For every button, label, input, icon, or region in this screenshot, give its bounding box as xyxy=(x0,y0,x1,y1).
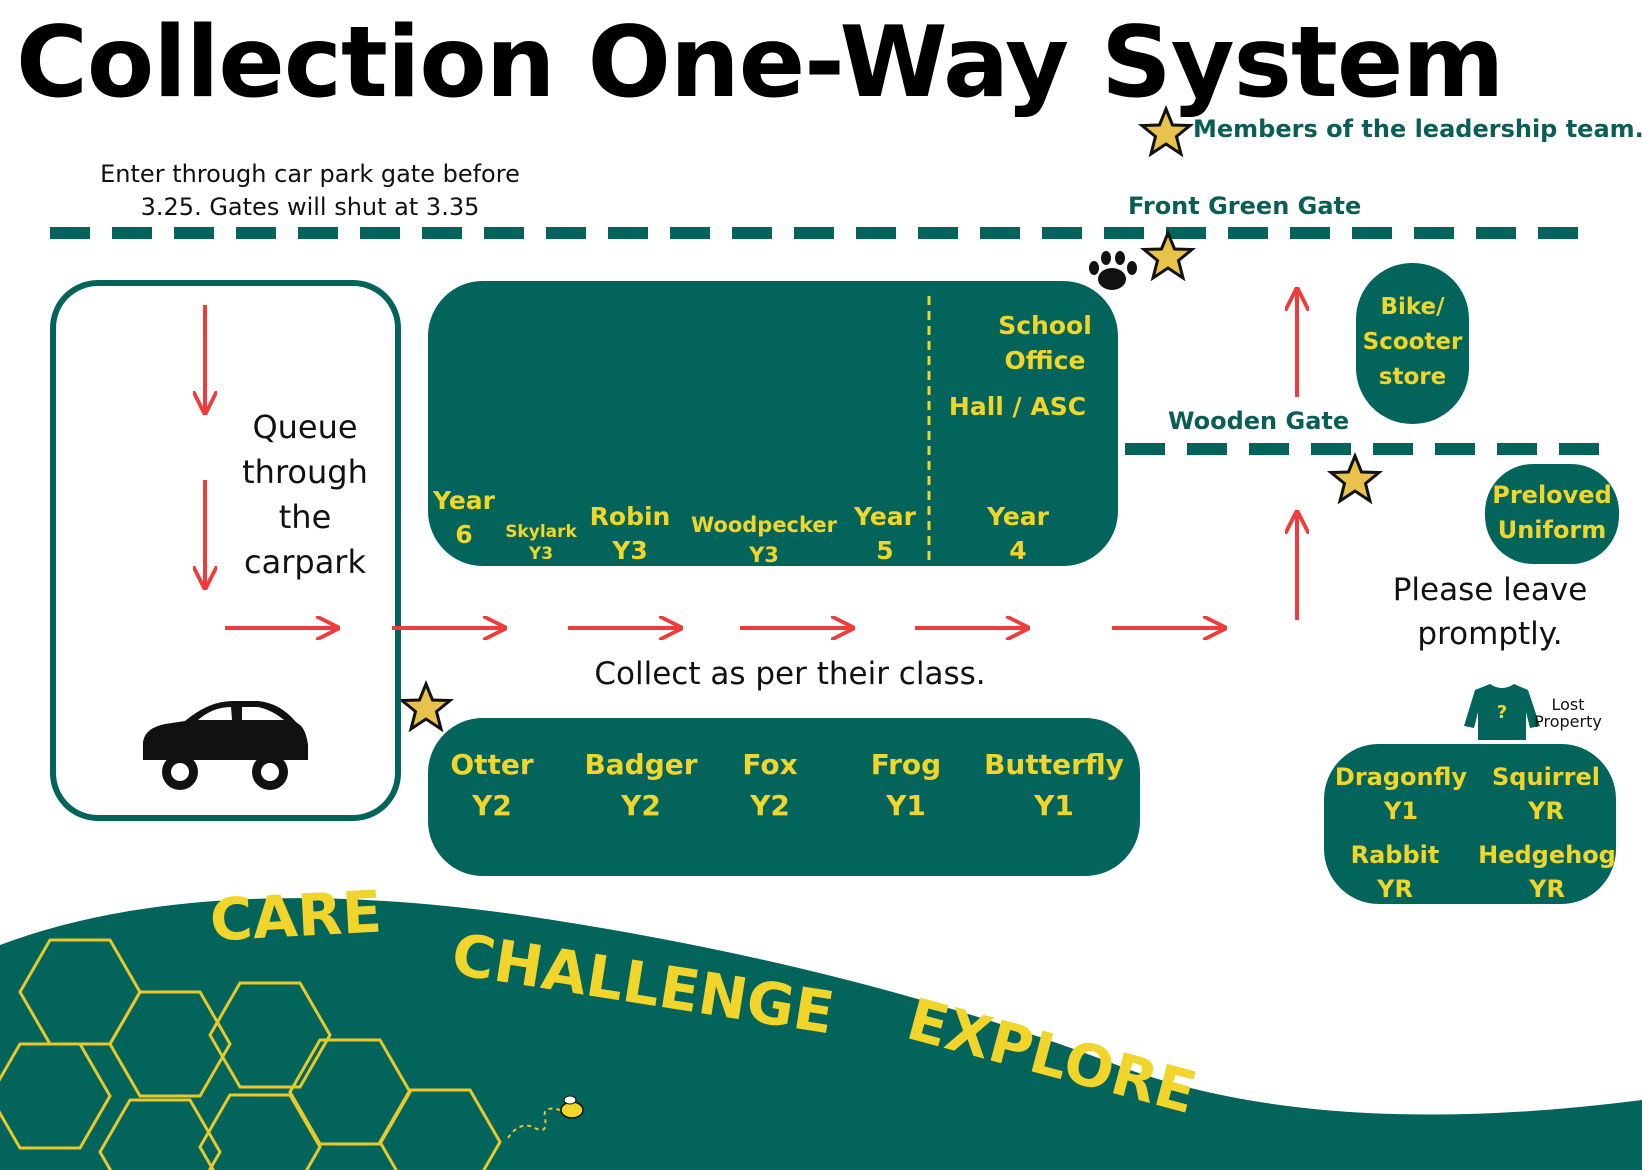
leave-line: Please leave xyxy=(1392,572,1588,608)
office-line: School xyxy=(998,311,1092,340)
bee-icon xyxy=(507,1095,584,1139)
class-name: Year xyxy=(854,502,916,531)
class-label: Rabbit YR xyxy=(1336,838,1454,906)
entry-note-line: Enter through car park gate before xyxy=(100,160,520,188)
class-year: Y1 xyxy=(1383,797,1419,825)
class-year: YR xyxy=(1528,797,1564,825)
lost-property-line: Lost xyxy=(1551,695,1585,714)
honeycomb-pattern xyxy=(0,938,502,1170)
leadership-star-icon xyxy=(1329,454,1381,503)
class-label: Butterfly Y1 xyxy=(980,744,1128,826)
class-label: Year 5 xyxy=(845,500,925,568)
leadership-star-icon xyxy=(1140,107,1192,156)
carpark-line: carpark xyxy=(244,543,366,581)
preloved-label: Preloved Uniform xyxy=(1485,478,1619,548)
hall-label: Hall / ASC xyxy=(948,392,1087,421)
legend-text: Members of the leadership team. xyxy=(1193,115,1642,143)
class-name: Fox xyxy=(742,748,798,781)
class-year: 4 xyxy=(1009,536,1027,565)
class-name: Hedgehog xyxy=(1478,841,1616,869)
carpark-area xyxy=(50,280,401,821)
right-building xyxy=(1324,744,1616,904)
class-year: 6 xyxy=(455,520,473,549)
carpark-line: Queue xyxy=(252,408,358,446)
carpark-line: the xyxy=(278,498,332,536)
class-label: Hedgehog YR xyxy=(1474,838,1620,906)
class-name: Squirrel xyxy=(1492,763,1600,791)
class-name: Year xyxy=(433,486,495,515)
leadership-star-icon xyxy=(1142,231,1194,280)
collect-note: Collect as per their class. xyxy=(594,656,986,692)
class-year: 5 xyxy=(876,536,894,565)
carpark-line: through xyxy=(242,453,368,491)
preloved-line: Uniform xyxy=(1497,516,1607,544)
value-care: CARE xyxy=(208,877,384,955)
bike-store-line: Bike/ xyxy=(1380,294,1445,320)
lower-building xyxy=(428,718,1140,876)
class-year: Y2 xyxy=(750,789,790,822)
bike-store-label: Bike/ Scooter store xyxy=(1356,290,1469,395)
preloved-line: Preloved xyxy=(1492,481,1612,509)
main-building xyxy=(428,281,1118,566)
class-label: Year 6 xyxy=(428,484,500,552)
class-name: Robin xyxy=(589,502,671,531)
school-logo: ASHLEY C OF E PRIMARY SCHOOL An Academy … xyxy=(1332,955,1616,1046)
class-year: Y3 xyxy=(749,543,779,567)
class-name: Skylark xyxy=(505,522,577,542)
bike-store xyxy=(1356,263,1469,424)
bottom-wave xyxy=(0,898,1642,1170)
school-logo-name: ASHLEY xyxy=(1332,955,1616,1028)
svg-text:?: ? xyxy=(1497,702,1507,723)
class-year: Y2 xyxy=(472,789,512,822)
class-name: Frog xyxy=(870,748,942,781)
class-year: Y1 xyxy=(1034,789,1074,822)
lost-property-line: Property xyxy=(1534,712,1602,731)
leadership-star-icon xyxy=(400,682,452,731)
office-line: Office xyxy=(1004,346,1086,375)
class-label: Robin Y3 xyxy=(582,500,678,568)
carpark-instruction: Queue through the carpark xyxy=(225,405,385,585)
class-name: Woodpecker xyxy=(690,513,838,537)
class-label: Woodpecker Y3 xyxy=(688,510,840,570)
class-label: Year 4 xyxy=(975,500,1061,568)
entry-note-line: 3.25. Gates will shut at 3.35 xyxy=(140,193,480,221)
page-title: Collection One-Way System xyxy=(16,6,1504,120)
school-logo-subtitle: C OF E PRIMARY SCHOOL xyxy=(1426,1024,1578,1038)
class-label: Squirrel YR xyxy=(1484,760,1608,828)
preloved-uniform xyxy=(1485,464,1619,564)
bike-store-line: Scooter xyxy=(1362,329,1463,355)
school-logo-trust: An Academy in the Good Shepherd Trust xyxy=(1451,1038,1573,1045)
class-label: Fox Y2 xyxy=(730,744,810,826)
class-year: YR xyxy=(1529,875,1565,903)
class-year: Y3 xyxy=(528,544,554,564)
class-name: Dragonfly xyxy=(1334,763,1468,791)
class-label: Frog Y1 xyxy=(858,744,954,826)
school-office-label: School Office xyxy=(985,308,1105,378)
class-label: Skylark Y3 xyxy=(500,521,582,565)
class-label: Otter Y2 xyxy=(442,744,542,826)
entry-note: Enter through car park gate before 3.25.… xyxy=(90,158,530,224)
class-year: YR xyxy=(1377,875,1413,903)
class-year: Y1 xyxy=(886,789,926,822)
paw-icon xyxy=(1089,251,1137,290)
class-label: Dragonfly Y1 xyxy=(1330,760,1472,828)
class-year: Y2 xyxy=(621,789,661,822)
sweater-question-icon: ? xyxy=(1464,684,1540,740)
class-name: Year xyxy=(987,502,1049,531)
car-icon xyxy=(143,700,308,790)
leave-line: promptly. xyxy=(1417,616,1563,652)
leave-note: Please leave promptly. xyxy=(1370,568,1610,656)
class-name: Badger xyxy=(584,748,698,781)
class-year: Y3 xyxy=(612,536,648,565)
school-logo-decoration xyxy=(1354,905,1594,1111)
bike-store-line: store xyxy=(1378,364,1447,390)
front-gate-label: Front Green Gate xyxy=(1128,192,1362,220)
class-name: Rabbit xyxy=(1350,841,1440,869)
wooden-gate-label: Wooden Gate xyxy=(1168,407,1350,435)
class-name: Otter xyxy=(450,748,534,781)
class-label: Badger Y2 xyxy=(580,744,702,826)
class-name: Butterfly xyxy=(984,748,1124,781)
lost-property-label: Lost Property xyxy=(1528,696,1608,730)
